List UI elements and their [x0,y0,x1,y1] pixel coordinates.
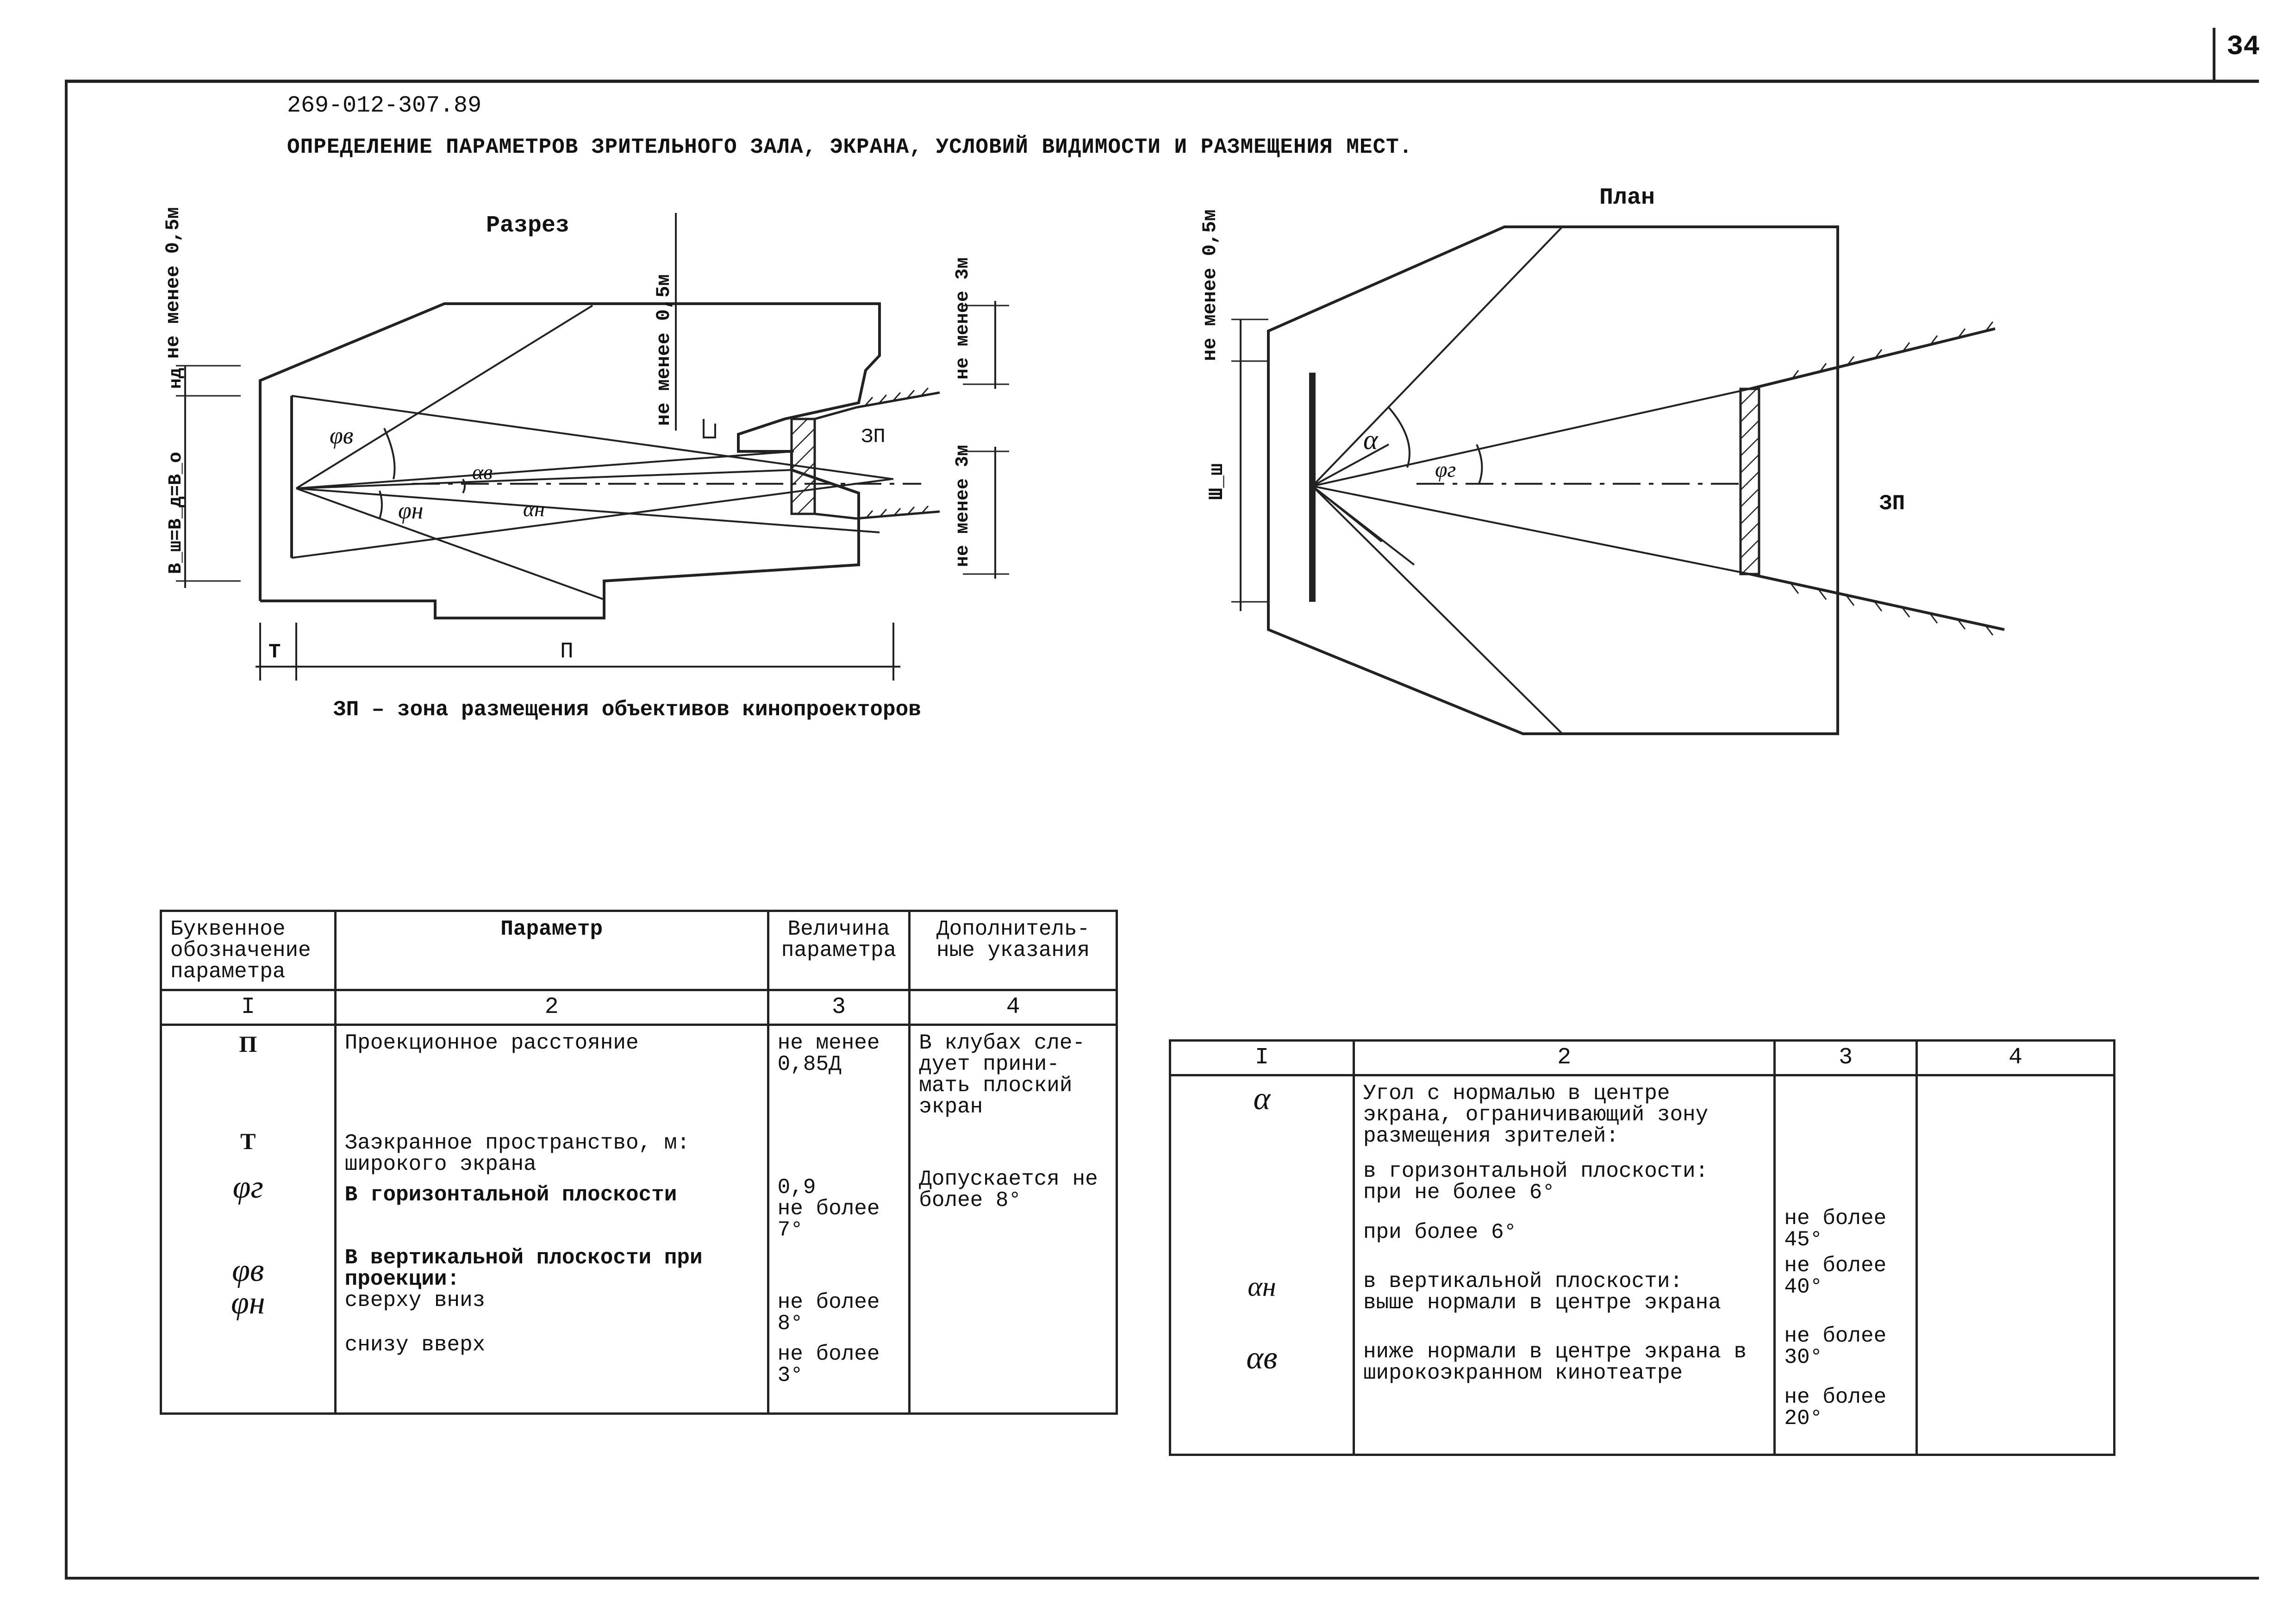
t1-notes: В клубах сле-дует прини-мать плоский экр… [908,1024,1118,1415]
plan-label-zone: ЗП [1879,492,1905,516]
t2-param-horiz: в горизонтальной плоскости: [1363,1159,1709,1183]
drawing-frame [65,80,2259,1580]
section-title: Разрез [486,212,569,239]
section-label-min05-mid: не менее 0,5м [653,274,675,426]
plan-title: План [1599,185,1655,211]
t2-param-horiz-b: при более 6° [1363,1220,1517,1244]
t1-params: Проекционное расстояние Заэкранное прост… [334,1024,769,1415]
t1-symbols: П Т φг φв φн [160,1024,337,1415]
t1-value-p: не менее 0,85Д [777,1031,880,1076]
t1-colnum-3: 3 [767,989,911,1026]
section-label-phi-v: φв [330,423,353,449]
t2-param-below: ниже нормали в центре экрана в широкоэкр… [1363,1340,1747,1385]
t2-value-above: не более 30° [1784,1324,1887,1369]
t2-colnum-1: I [1169,1039,1355,1076]
t1-values: не менее 0,85Д 0,9 не более 7° не более … [767,1024,911,1415]
t2-colnum-3: 3 [1773,1039,1918,1076]
t1-header-4: Дополнитель-ные указания [908,910,1118,991]
hall-section-outline [259,302,881,619]
t2-colnum-4: 4 [1915,1039,2116,1076]
section-label-min05-left: не менее 0,5м [162,207,184,359]
section-label-min3-bot: не менее 3м [953,445,973,567]
t1-header-3: Величина параметра [767,910,911,991]
section-label-alpha-n: αн [523,497,545,521]
document-code: 269-012-307.89 [287,93,482,119]
t2-param-above: выше нормали в центре экрана [1363,1291,1721,1315]
section-label-zone: ЗП [861,425,886,449]
t1-colnum-1: I [160,989,337,1026]
section-label-min3-top: не менее 3м [953,257,973,380]
t1-colnum-2: 2 [334,989,769,1026]
t2-param-horiz-a: при не более 6° [1363,1181,1555,1205]
zone-box [790,418,816,515]
t1-value-phi-n: не более 3° [777,1342,880,1387]
section-view [176,213,1009,681]
t1-sym-phi-n: φн [231,1285,265,1321]
plan-label-phi-g: φг [1435,457,1456,482]
parameters-table-2: I 2 3 4 α αн αв Угол с нормалью в центре… [1169,1039,2116,1456]
t2-values: не более 45° не более 40° не более 30° н… [1773,1074,1918,1456]
section-label-alpha-v: αв [472,460,493,484]
t1-note-phi-g: Допускается не более 8° [919,1167,1098,1212]
t1-param-p: Проекционное расстояние [344,1031,639,1055]
document-title: ОПРЕДЕЛЕНИЕ ПАРАМЕТРОВ ЗРИТЕЛЬНОГО ЗАЛА,… [287,135,1413,159]
plan-label-min05: не менее 0,5м [1199,209,1221,361]
t2-param-vert: в вертикальной плоскости: [1363,1269,1683,1293]
t2-sym-alpha: α [1253,1081,1271,1117]
t2-value-horiz-b: не более 40° [1784,1254,1887,1299]
section-label-t: Т [268,641,281,664]
plan-view [1231,225,2005,735]
drawings: Разрез не менее 0,5м нд В_ш=В_д=В_о не м… [162,185,2005,735]
section-caption: ЗП – зона размещения объективов кинопрое… [333,698,921,722]
t1-sym-p: П [239,1031,257,1057]
t2-value-below: не более 20° [1784,1385,1887,1430]
t1-header-2: Параметр [334,910,769,991]
t1-param-vert: В вертикальной плоскости при проекции: [344,1246,703,1291]
sheet-number-rule [2213,28,2215,82]
section-label-screen-height: В_ш=В_д=В_о [166,452,187,574]
t1-value-phi-g: не более 7° [777,1197,880,1242]
t1-note-p: В клубах сле-дует прини-мать плоский экр… [919,1031,1086,1119]
t2-sym-alpha-v: αв [1246,1340,1278,1376]
parameters-table-1: Буквенное обозначение параметра Параметр… [160,910,1118,1415]
plan-label-screen-width: Ш_ш [1205,463,1229,500]
t2-notes [1915,1074,2116,1456]
t2-param-alpha: Угол с нормалью в центре экрана, огранич… [1363,1081,1709,1148]
hall-plan-outline [1267,225,1839,735]
t1-sym-t: Т [240,1128,256,1154]
t1-header-1: Буквенное обозначение параметра [160,910,337,991]
t1-value-t: 0,9 [777,1175,816,1199]
sheet-number: 34 [2227,31,2260,63]
t1-param-phi-n: снизу вверх [344,1333,486,1357]
section-label-p: П [560,639,574,664]
t1-sym-phi-v: φв [232,1253,264,1288]
t1-sym-phi-g: φг [232,1169,263,1205]
t1-colnum-4: 4 [908,989,1118,1026]
t2-symbols: α αн αв [1169,1074,1355,1456]
t2-sym-alpha-n: αн [1248,1271,1276,1302]
section-label-phi-n: φн [398,498,424,524]
plan-zone-box [1739,387,1760,575]
plan-label-alpha: α [1363,425,1379,455]
t1-param-phi-v: сверху вниз [344,1288,486,1312]
section-label-nd: нд [166,368,186,389]
t1-param-t: Заэкранное пространство, м: широкого экр… [344,1131,690,1176]
t2-params: Угол с нормалью в центре экрана, огранич… [1352,1074,1776,1456]
t2-colnum-2: 2 [1352,1039,1776,1076]
t2-value-horiz-a: не более 45° [1784,1206,1887,1252]
t1-param-phi-g: В горизонтальной плоскости [344,1183,677,1207]
t1-value-phi-v: не более 8° [777,1290,880,1336]
